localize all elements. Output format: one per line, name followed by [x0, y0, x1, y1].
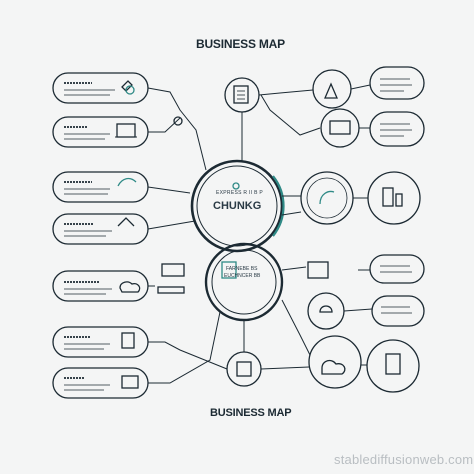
satellite-checklist-circle [366, 339, 420, 393]
bar-icon [157, 286, 185, 294]
secondary-hub-inner-ring [211, 249, 277, 315]
left-card-2 [52, 116, 149, 148]
watermark: stablediffusionweb.com [334, 452, 474, 467]
right-card-1 [369, 66, 425, 100]
left-card-4 [52, 213, 149, 245]
secondary-hub-caption-2: EUCHNCER BB [224, 273, 261, 279]
left-card-7 [52, 367, 149, 399]
satellite-folder-circle [367, 171, 421, 225]
left-card-3 [52, 171, 149, 203]
main-hub-inner-ring [196, 165, 278, 247]
toolbar-icon [161, 263, 185, 277]
secondary-hub-caption-1: FARNEBE BS [226, 266, 258, 272]
node-dot-icon [173, 116, 183, 126]
checklist-icon [385, 353, 401, 375]
satellite-laptop-circle [320, 108, 360, 148]
laptop-satellite-icon [329, 120, 351, 135]
satellite-bottom-circle [226, 351, 262, 387]
main-hub-caption: EXPRESS R II B P [216, 190, 264, 196]
satellite-cursor-circle [307, 292, 345, 330]
document-icon [233, 85, 249, 104]
leaf-icon [117, 177, 137, 187]
left-card-5 [52, 270, 149, 302]
cloud-icon [321, 359, 346, 375]
people-icon [307, 261, 329, 279]
folder-icon [382, 187, 394, 207]
bar-chart-icon [395, 193, 403, 207]
rocket-icon [121, 80, 133, 92]
page-title: BUSINESS MAP [196, 37, 285, 51]
monitor-card-icon [121, 375, 139, 389]
satellite-leaf-circle [300, 171, 354, 225]
laptop-icon [116, 123, 136, 138]
main-hub-accent-arc [272, 175, 285, 237]
main-hub-label: CHUNKG [213, 200, 262, 212]
right-card-2 [369, 111, 425, 147]
person-desk-icon [236, 361, 252, 377]
rocket-accent-icon [125, 85, 135, 95]
satellite-cloud-circle [308, 335, 362, 389]
document-card-icon [121, 332, 135, 349]
right-card-4 [371, 295, 425, 327]
shield-icon [232, 182, 240, 190]
hub-document-icon [221, 261, 237, 279]
right-card-3 [369, 254, 425, 284]
satellite-leaf-ring [306, 177, 348, 219]
satellite-rocket-circle [312, 69, 352, 109]
footer-title: BUSINESS MAP [210, 407, 292, 419]
leaf-satellite-icon [319, 190, 335, 205]
hand-icon [117, 217, 135, 227]
rocket-satellite-icon [324, 82, 338, 99]
cursor-icon [319, 305, 333, 313]
secondary-hub-circle [204, 242, 284, 322]
connector-lines [147, 84, 373, 384]
cloud-card-icon [119, 281, 141, 293]
